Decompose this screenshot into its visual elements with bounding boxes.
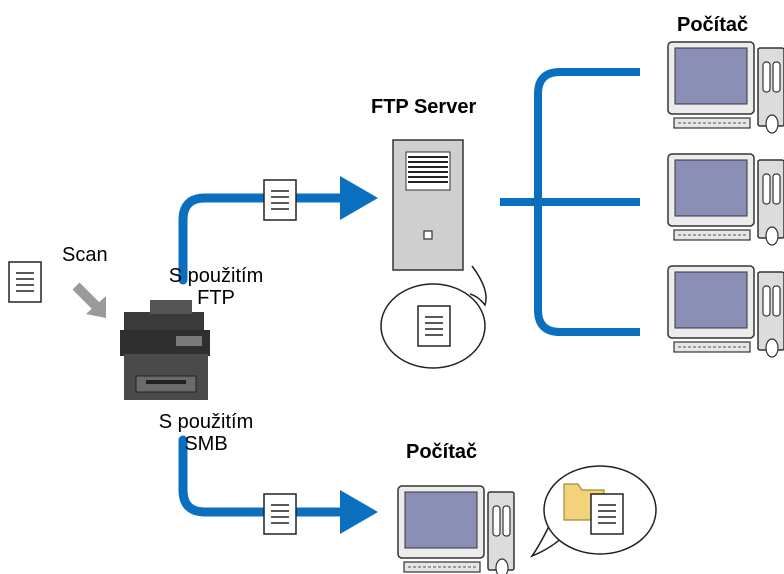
computer-bottom-title: Počítač	[406, 441, 478, 463]
smb-connection-line	[178, 435, 350, 517]
ftp-server-title: FTP Server	[371, 96, 477, 118]
folder-bubble	[529, 465, 657, 558]
printer-icon	[120, 300, 210, 400]
computer-icon-bottom	[397, 485, 515, 574]
via-smb-label: S použitím SMB	[136, 411, 276, 451]
ftp-connection-line	[178, 193, 350, 285]
scan-label: Scan	[62, 244, 108, 266]
computer-icon-2	[667, 153, 784, 246]
via-smb-text: S použitím SMB	[158, 411, 254, 451]
smb-document-icon	[263, 493, 297, 535]
ftp-server-icon	[392, 139, 464, 271]
computer-top-title: Počítač	[677, 14, 749, 36]
computer-icon-1	[667, 41, 784, 134]
ftp-arrow-head	[340, 176, 378, 220]
scan-arrow-icon	[72, 282, 106, 318]
via-ftp-text: S použitím FTP	[168, 265, 264, 305]
scan-document-icon	[8, 261, 42, 303]
ftp-document-icon	[263, 179, 297, 221]
smb-arrow-head	[340, 490, 378, 534]
via-ftp-label: S použitím FTP	[146, 265, 286, 305]
server-storage-bubble	[380, 265, 487, 369]
computer-icon-3	[667, 265, 784, 358]
network-bracket	[500, 68, 640, 336]
